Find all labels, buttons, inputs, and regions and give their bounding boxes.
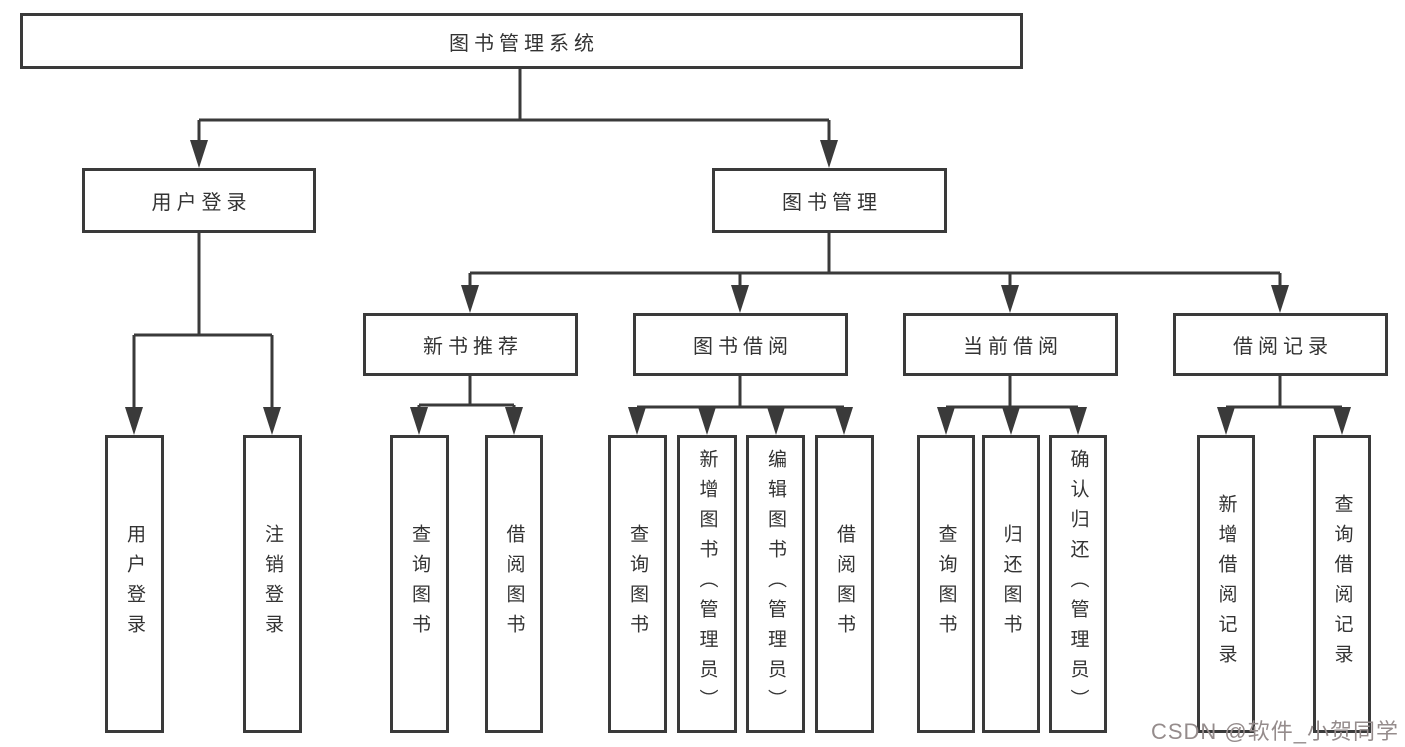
edge-bookmgmt-to-level3 bbox=[468, 233, 1282, 287]
edge-userlogin-to-leaves bbox=[132, 233, 274, 409]
node-user-login: 用户登录 bbox=[82, 168, 316, 233]
edge-root-to-level2 bbox=[197, 69, 831, 142]
leaf-newbooks-query-books: 查询图书 bbox=[390, 435, 449, 733]
node-new-book-recommend: 新书推荐 bbox=[363, 313, 578, 376]
node-borrowing-records: 借阅记录 bbox=[1173, 313, 1388, 376]
node-current-borrowing: 当前借阅 bbox=[903, 313, 1118, 376]
leaf-user-login: 用户登录 bbox=[105, 435, 164, 733]
leaf-current-return-books: 归还图书 bbox=[982, 435, 1040, 733]
leaf-records-add-borrow-record: 新增借阅记录 bbox=[1197, 435, 1255, 733]
leaf-logout: 注销登录 bbox=[243, 435, 302, 733]
leaf-records-query-borrow-record: 查询借阅记录 bbox=[1313, 435, 1371, 733]
leaf-current-query-books: 查询图书 bbox=[917, 435, 975, 733]
edge-borrowing-to-leaves bbox=[637, 376, 844, 409]
leaf-newbooks-borrow-books: 借阅图书 bbox=[485, 435, 543, 733]
node-book-borrowing: 图书借阅 bbox=[633, 313, 848, 376]
leaf-borrowing-query-books: 查询图书 bbox=[608, 435, 667, 733]
edge-records-to-leaves bbox=[1226, 376, 1342, 409]
node-root-library-system: 图书管理系统 bbox=[20, 13, 1023, 69]
leaf-borrowing-add-books-admin: 新增图书（管理员） bbox=[677, 435, 737, 733]
leaf-borrowing-borrow-books: 借阅图书 bbox=[815, 435, 874, 733]
edge-current-to-leaves bbox=[946, 376, 1078, 409]
leaf-borrowing-edit-books-admin: 编辑图书（管理员） bbox=[746, 435, 805, 733]
leaf-current-confirm-return-admin: 确认归还（管理员） bbox=[1049, 435, 1107, 733]
node-book-management: 图书管理 bbox=[712, 168, 947, 233]
arrowheads bbox=[125, 140, 1351, 435]
edge-newbooks-to-leaves bbox=[417, 376, 516, 409]
